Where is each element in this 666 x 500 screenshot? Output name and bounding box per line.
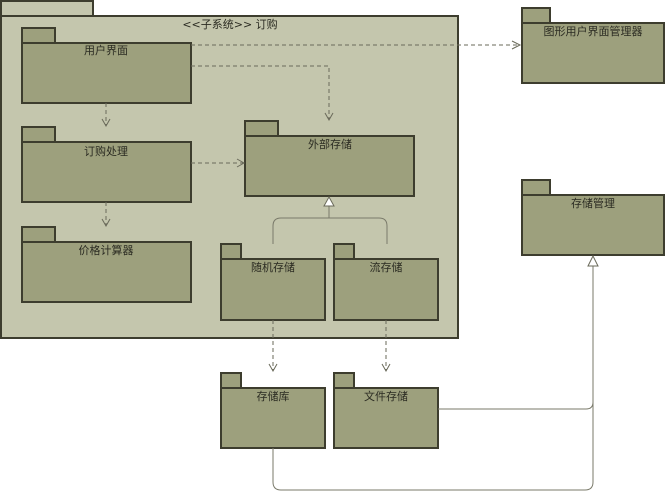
package-label: 存储库 [257, 389, 290, 403]
dependency-random-to-storage-library [268, 320, 278, 373]
dependency-ui-to-external-storage [191, 65, 334, 122]
subsystem-label: <<子系统>> 订购 [182, 17, 277, 31]
package-user-interface[interactable]: 用户界面 [21, 27, 192, 104]
package-label: 价格计算器 [79, 243, 134, 257]
package-order-processing[interactable]: 订购处理 [21, 126, 192, 203]
package-label: 随机存储 [251, 260, 295, 274]
dependency-order-to-price-calculator [101, 202, 111, 228]
package-storage-library[interactable]: 存储库 [220, 372, 326, 449]
dependency-order-to-external-storage [191, 158, 246, 168]
package-label: 图形用户界面管理器 [544, 24, 643, 38]
dependency-ui-to-gui-manager [191, 40, 522, 50]
package-external-storage[interactable]: 外部存储 [244, 120, 415, 197]
generalization-to-storage-management [272, 254, 599, 491]
package-file-storage[interactable]: 文件存储 [333, 372, 439, 449]
package-label: 文件存储 [364, 389, 408, 403]
package-stream-storage[interactable]: 流存储 [333, 243, 439, 321]
dependency-ui-to-order-processing [101, 103, 111, 128]
package-storage-management[interactable]: 存储管理 [521, 179, 665, 256]
package-label: 外部存储 [308, 137, 352, 151]
package-price-calculator[interactable]: 价格计算器 [21, 226, 192, 303]
dependency-stream-to-file-storage [381, 320, 391, 373]
package-label: 用户界面 [84, 43, 128, 57]
package-label: 存储管理 [571, 196, 615, 210]
package-label: 订购处理 [84, 144, 128, 158]
package-gui-manager[interactable]: 图形用户界面管理器 [521, 7, 665, 84]
generalization-to-external-storage [272, 195, 388, 244]
package-random-storage[interactable]: 随机存储 [220, 243, 326, 321]
package-label: 流存储 [370, 260, 403, 274]
